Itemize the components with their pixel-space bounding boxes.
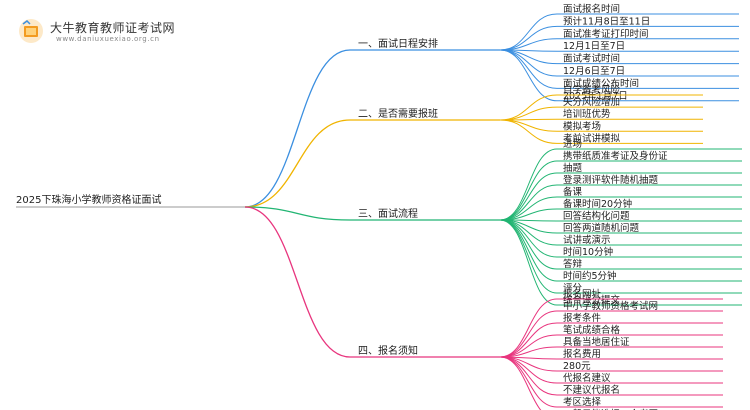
logo-url: www.daniuxuexiao.org.cn [56,35,160,43]
branch-3-item-10: 时间10分钟 [563,246,613,258]
item-connector [499,219,558,306]
branch-1-item-7: 面试成绩公布时间 [563,77,639,89]
branch-4-item-11: 一般只能选择一个考区 [563,408,659,410]
branch-4-item-2: 中小学教师资格考试网 [563,300,658,312]
branch-3-item-1: 进场 [563,139,582,150]
branch-connector-1 [244,49,351,208]
branch-3-item-6: 备课时间20分钟 [563,198,632,210]
branch-2-item-5: 考前试讲模拟 [563,132,621,144]
item-connector [499,106,558,121]
branch-4-item-3: 报考条件 [563,312,602,324]
branch-3-item-13: 评分 [563,283,583,294]
branch-label-1: 一、面试日程安排 [358,37,438,50]
logo-title: 大牛教育教师证考试网 [50,21,176,35]
branch-connector-4 [244,206,351,358]
item-connector [499,119,558,132]
branch-label-3: 三、面试流程 [358,207,418,220]
item-connector [499,310,558,358]
branch-3-item-12: 时间约5分钟 [563,270,617,282]
branch-4-item-6: 报名费用 [563,348,601,360]
item-connector [499,172,558,221]
branch-4-item-10: 考区选择 [563,396,602,408]
branch-connector-3 [244,206,351,221]
branch-3-item-9: 试讲或演示 [563,234,611,246]
branch-1-item-2: 预计11月8日至11日 [563,15,650,27]
branch-label-4: 四、报名须知 [358,344,418,357]
branch-1-item-6: 12月6日至7日 [563,66,625,77]
branch-3-item-7: 回答结构化问题 [563,210,630,222]
item-connector [499,356,558,384]
item-connector [499,119,558,144]
branch-3-item-5: 备课 [563,186,583,198]
branch-4-item-1: 报名网址 [563,288,602,300]
branch-3-item-11: 答辩 [563,258,583,270]
branch-3-item-3: 抽题 [563,162,583,174]
item-connector [499,148,558,221]
branch-4-item-8: 代报名建议 [563,372,611,384]
branch-4-item-7: 280元 [563,361,591,372]
branch-3-item-4: 登录测评软件随机抽题 [563,174,659,186]
logo: 大牛教育教师证考试网 www.daniuxuexiao.org.cn [18,18,218,48]
item-connector [499,356,558,396]
item-connector [499,356,542,410]
book-logo-icon [19,19,43,43]
item-connector [499,160,558,221]
branch-1-item-3: 面试准考证打印时间 [563,28,649,40]
branch-2-item-1: 自学备考风险 [563,84,621,96]
branch-2-item-3: 培训班优势 [563,108,611,120]
item-connector [499,196,558,221]
item-connector [499,25,558,51]
branch-1-item-8: 2025年1月7日 [563,90,628,102]
item-connector [499,49,558,89]
branch-3-item-14: 综合评分提交 [563,294,621,306]
branch-2-item-4: 模拟考场 [563,120,601,132]
branch-1-item-5: 面试考试时间 [563,53,620,65]
branch-1-item-1: 面试报名时间 [563,3,620,15]
item-connector [499,219,558,282]
branch-4-item-4: 笔试成绩合格 [563,324,621,336]
branch-label-2: 二、是否需要报班 [358,107,438,120]
item-connector [499,219,558,294]
branch-4-item-5: 具备当地居住证 [563,336,630,348]
item-connector [499,334,558,358]
branch-3-item-2: 携带纸质准考证及身份证 [563,150,668,162]
branch-1-item-4: 12月1日至7日 [563,41,625,52]
branch-3-item-8: 回答两道随机问题 [563,222,640,234]
root-node-label: 2025下珠海小学教师资格证面试 [16,193,161,206]
branch-2-item-2: 失分风险增加 [563,96,620,108]
branch-connector-2 [244,119,351,208]
item-connector [499,49,558,102]
item-connector [499,298,558,358]
branch-4-item-9: 不建议代报名 [563,384,620,396]
